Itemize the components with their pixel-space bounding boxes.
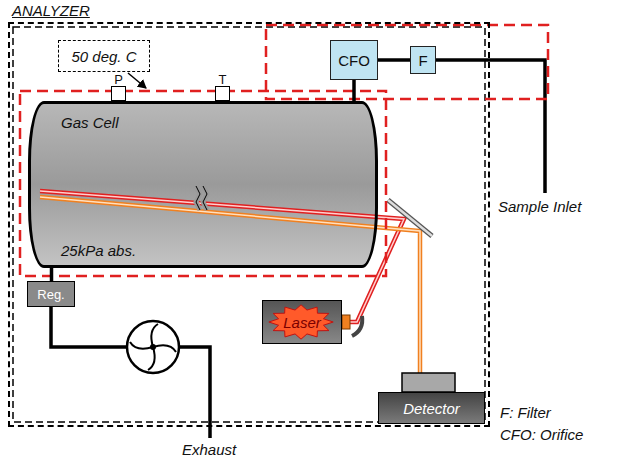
box-label: Detector bbox=[403, 400, 460, 417]
box-label: CFO bbox=[338, 52, 370, 69]
cell-pressure: 25kPa abs. bbox=[61, 242, 136, 259]
pump-symbol bbox=[127, 321, 179, 373]
gas-line bbox=[50, 268, 54, 281]
cell-name: Gas Cell bbox=[61, 114, 119, 131]
box-label: T bbox=[219, 72, 227, 87]
detector-window bbox=[402, 373, 455, 392]
pipe bbox=[51, 307, 127, 347]
inlet-pipe bbox=[436, 60, 545, 193]
laser-beam bbox=[40, 191, 420, 373]
filter-box: F bbox=[410, 46, 436, 74]
gas-line bbox=[378, 58, 410, 62]
flat-mirror bbox=[388, 200, 432, 236]
gas-cell-fill bbox=[29, 102, 377, 267]
gas-cell: Gas Cell 25kPa abs. bbox=[28, 101, 378, 268]
housing-heading: ANALYZER bbox=[12, 2, 90, 19]
key-text: CFO: Orifice bbox=[500, 426, 583, 443]
exhaust-pipe bbox=[179, 347, 210, 438]
inlet-label: Sample Inlet bbox=[498, 198, 581, 215]
pointer-arrow bbox=[128, 73, 146, 88]
box-label: Laser bbox=[283, 314, 321, 331]
laser-nozzle bbox=[342, 315, 350, 329]
orifice-box: CFO bbox=[330, 40, 378, 80]
heated-zone bbox=[20, 25, 548, 276]
regulator-box: Reg. bbox=[27, 281, 75, 307]
pressure-port: P bbox=[111, 86, 126, 101]
box-label: 50 deg. C bbox=[71, 48, 136, 65]
flat-mirror-face bbox=[388, 200, 432, 236]
break-symbol bbox=[196, 186, 207, 210]
temperature-port: T bbox=[215, 86, 230, 101]
curved-mirror bbox=[352, 316, 362, 336]
exhaust-label: Exhaust bbox=[182, 441, 236, 458]
detector-box: Detector bbox=[378, 392, 485, 424]
temperature-box: 50 deg. C bbox=[58, 40, 150, 72]
key-text: F: Filter bbox=[500, 404, 551, 421]
analyzer-housing: ANALYZER50 deg. CPTGas Cell25kPa abs.CFO… bbox=[8, 22, 490, 427]
laser-box: Laser bbox=[262, 300, 342, 344]
box-label: Reg. bbox=[37, 287, 64, 302]
box-label: P bbox=[114, 72, 123, 87]
housing-inner-line bbox=[13, 27, 485, 422]
box-label: F bbox=[418, 52, 427, 69]
gas-line bbox=[352, 80, 356, 101]
